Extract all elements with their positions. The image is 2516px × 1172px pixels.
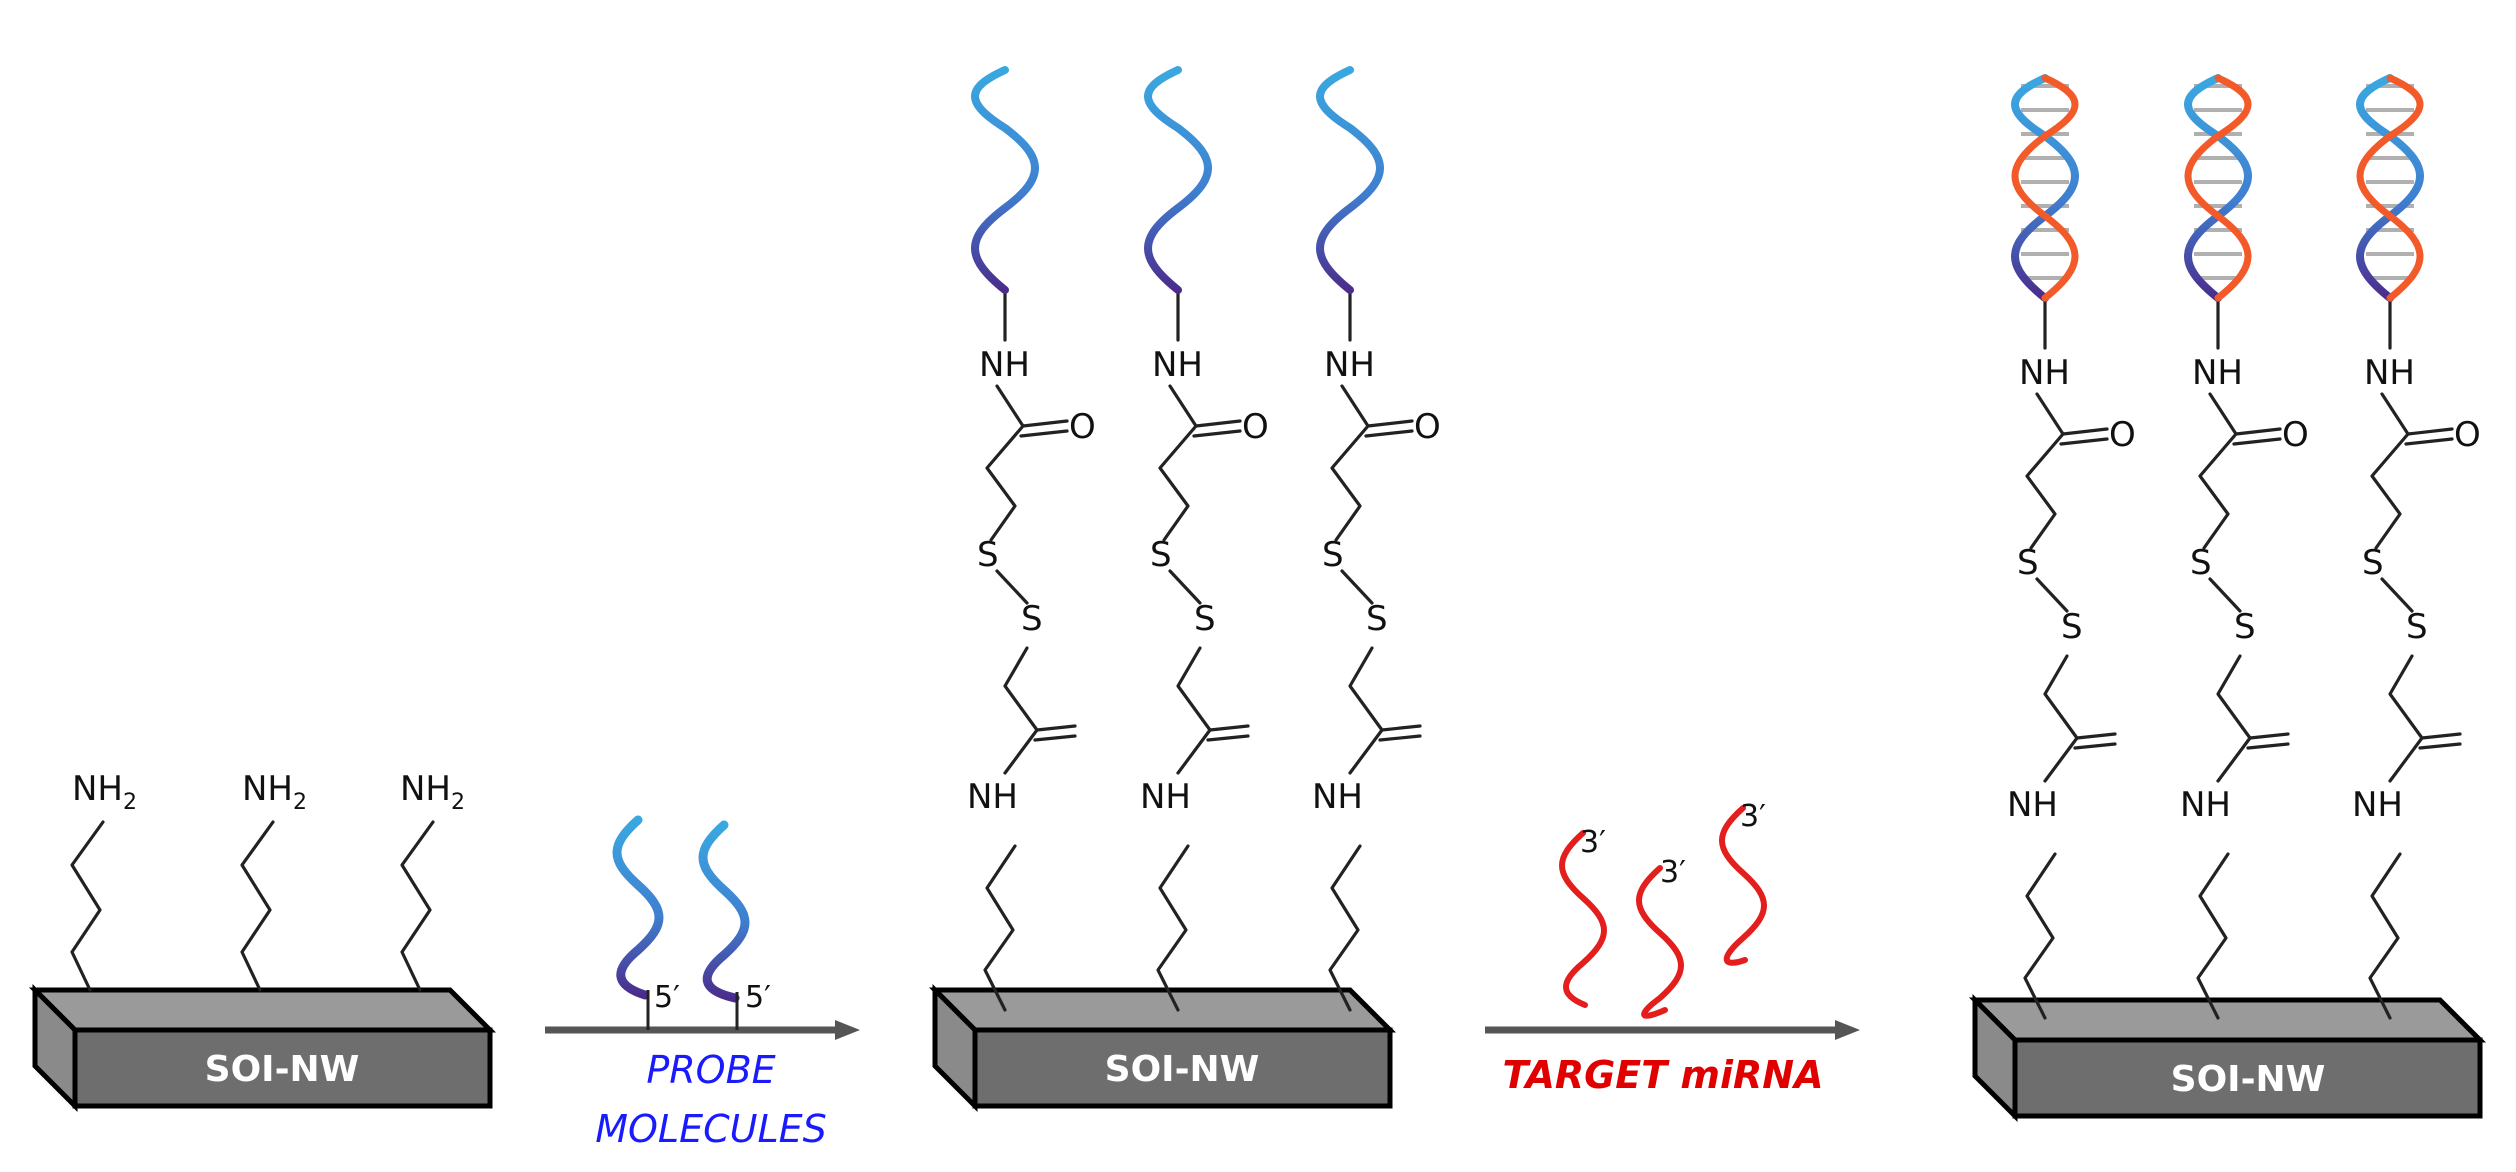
target-mirna-strand: 3′ bbox=[1719, 799, 1767, 966]
amine-label: NH2 bbox=[72, 769, 137, 815]
carbonyl-oxygen-label: O bbox=[1242, 407, 1269, 447]
three-prime-label: 3′ bbox=[1740, 799, 1766, 834]
imine-nh-label: NH bbox=[2007, 785, 2058, 825]
imine-nh-label: NH bbox=[2352, 785, 2403, 825]
carbonyl-oxygen-label: O bbox=[2454, 415, 2481, 455]
hybridized-probe-chain: NH SS O NH bbox=[2180, 74, 2309, 1020]
sulfur-label: S bbox=[1322, 535, 1344, 575]
sulfur-label: S bbox=[2234, 607, 2256, 647]
step-probe-attachment: 5′ 5′ PROBE MOLECULES bbox=[545, 815, 860, 1151]
sulfur-label: S bbox=[2406, 607, 2428, 647]
substrate-label: SOI-NW bbox=[1105, 1049, 1260, 1090]
probe-strand: 5′ bbox=[612, 815, 680, 1030]
target-mirna-bound bbox=[2356, 74, 2424, 302]
hybridized-probe-chain: NH SS O NH bbox=[2352, 74, 2481, 1020]
target-step-label: TARGET miRNA bbox=[1502, 1053, 1823, 1097]
probe-oligo bbox=[2356, 74, 2424, 302]
probe-oligo bbox=[2184, 74, 2252, 302]
sulfur-label: S bbox=[1194, 599, 1216, 639]
amine-linker: NH2 bbox=[70, 769, 137, 992]
sulfur-label: S bbox=[1366, 599, 1388, 639]
imine-nh-label: NH bbox=[1312, 777, 1363, 817]
amide-nh-label: NH bbox=[2364, 353, 2415, 393]
sulfur-label: S bbox=[1150, 535, 1172, 575]
sulfur-label: S bbox=[2061, 607, 2083, 647]
probe-oligo bbox=[1316, 66, 1384, 294]
three-prime-label: 3′ bbox=[1580, 825, 1606, 860]
amide-nh-label: NH bbox=[1324, 345, 1375, 385]
substrate-label: SOI-NW bbox=[205, 1049, 360, 1090]
five-prime-label: 5′ bbox=[745, 980, 771, 1015]
sulfur-label: S bbox=[2017, 543, 2039, 583]
panel-hybridized: SOI-NW bbox=[1968, 993, 2487, 1123]
target-mirna-strand: 3′ bbox=[1559, 825, 1607, 1008]
amide-nh-label: NH bbox=[979, 345, 1030, 385]
hybridized-probe-chain: NH SS O NH bbox=[2007, 74, 2136, 1020]
probe-step-label-line1: PROBE bbox=[646, 1048, 775, 1092]
probe-chain: NH SS O NH bbox=[1140, 66, 1269, 1012]
substrate-chip: SOI-NW bbox=[928, 983, 1397, 1113]
sulfur-label: S bbox=[2362, 543, 2384, 583]
substrate-chip: SOI-NW bbox=[28, 983, 497, 1113]
carbonyl-oxygen-label: O bbox=[1414, 407, 1441, 447]
probe-oligo bbox=[1144, 66, 1212, 294]
substrate-label: SOI-NW bbox=[2171, 1059, 2326, 1100]
substrate-chip: SOI-NW bbox=[1968, 993, 2487, 1123]
amine-linker: NH2 bbox=[400, 769, 465, 992]
imine-nh-label: NH bbox=[967, 777, 1018, 817]
target-mirna-bound bbox=[2011, 74, 2079, 302]
probe-strand: 5′ bbox=[698, 820, 771, 1030]
sulfur-label: S bbox=[977, 535, 999, 575]
amide-nh-label: NH bbox=[2019, 353, 2070, 393]
five-prime-label: 5′ bbox=[654, 980, 680, 1015]
panel-bare-nanowire: SOI-NW NH2 NH2 NH2 bbox=[28, 769, 497, 1113]
amide-nh-label: NH bbox=[2192, 353, 2243, 393]
carbonyl-oxygen-label: O bbox=[1069, 407, 1096, 447]
step-target-hybridization: 3′ 3′ 3′ TARGET miRNA bbox=[1485, 799, 1860, 1097]
amide-nh-label: NH bbox=[1152, 345, 1203, 385]
imine-nh-label: NH bbox=[1140, 777, 1191, 817]
target-mirna-bound bbox=[2184, 74, 2252, 302]
sulfur-label: S bbox=[1021, 599, 1043, 639]
carbonyl-oxygen-label: O bbox=[2109, 415, 2136, 455]
amine-linker: NH2 bbox=[240, 769, 307, 992]
imine-nh-label: NH bbox=[2180, 785, 2231, 825]
amine-label: NH2 bbox=[242, 769, 307, 815]
probe-step-label-line2: MOLECULES bbox=[595, 1107, 827, 1151]
panel-probe-functionalized: SOI-NW bbox=[928, 983, 1397, 1113]
probe-oligo bbox=[2011, 74, 2079, 302]
amine-label: NH2 bbox=[400, 769, 465, 815]
three-prime-label: 3′ bbox=[1660, 855, 1686, 890]
probe-chain: NH SS O NH bbox=[967, 66, 1096, 1012]
linker-chains: NHSSONHNHSSONHNHSSONHNHSSONHNHSSONHNHSSO… bbox=[967, 66, 2481, 1020]
probe-chain: NH SS O NH bbox=[1312, 66, 1441, 1012]
carbonyl-oxygen-label: O bbox=[2282, 415, 2309, 455]
probe-oligo bbox=[971, 66, 1039, 294]
target-mirna-strand: 3′ bbox=[1636, 855, 1686, 1019]
sulfur-label: S bbox=[2190, 543, 2212, 583]
